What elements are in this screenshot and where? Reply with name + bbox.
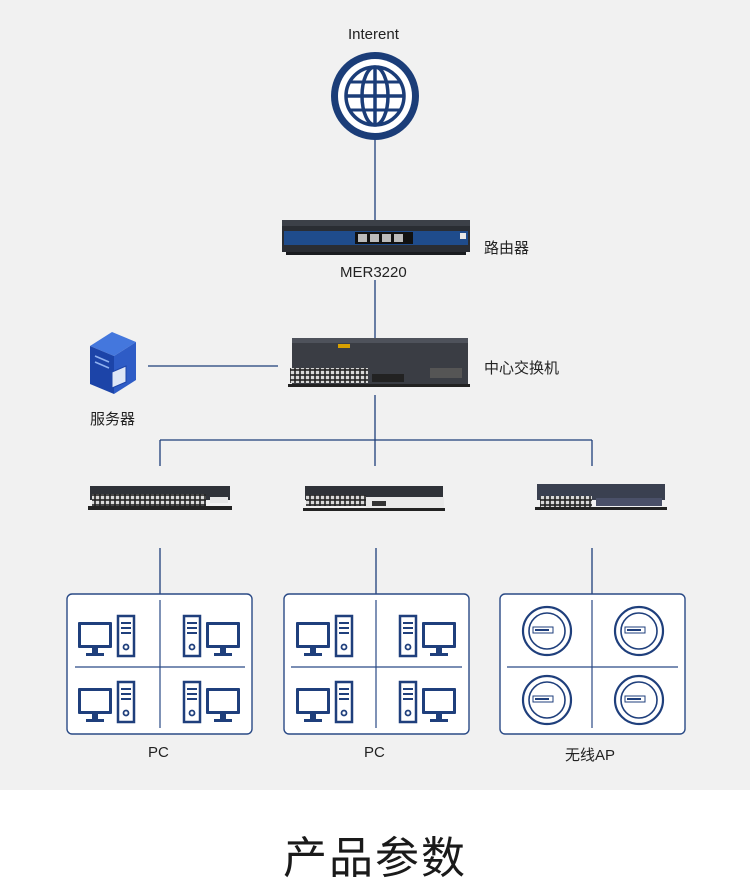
router-model-label: MER3220 (340, 264, 407, 281)
switch-device (288, 338, 470, 387)
network-topology-diagram: Interent 路由器 MER3220 中心交换机 服务器 PC PC 无线A… (0, 0, 750, 790)
group-label-ap: 无线AP (565, 747, 616, 764)
pc-group-panel-1 (66, 593, 253, 735)
server-label: 服务器 (90, 411, 136, 428)
router-label: 路由器 (484, 240, 530, 257)
group-label-pc-2: PC (364, 744, 385, 761)
server-icon (90, 332, 136, 394)
router-device (282, 220, 470, 255)
access-point-icon (613, 674, 665, 726)
access-switch-2 (303, 486, 445, 511)
globe-icon (331, 52, 419, 140)
section-title: 产品参数 (283, 834, 467, 883)
access-point-icon (521, 674, 573, 726)
internet-label: Interent (348, 26, 399, 43)
topology-canvas (66, 52, 686, 735)
core-switch-label: 中心交换机 (484, 360, 560, 377)
access-switch-3 (535, 484, 667, 510)
group-label-pc-1: PC (148, 744, 169, 761)
pc-group-panel-2 (283, 593, 470, 735)
access-point-icon (521, 605, 573, 657)
access-point-icon (613, 605, 665, 657)
access-switch-1 (88, 486, 232, 510)
ap-group-panel (499, 593, 686, 735)
